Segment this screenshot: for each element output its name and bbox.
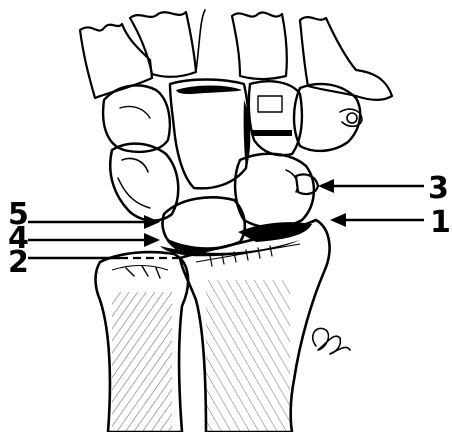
- carpal-bones: [103, 80, 362, 189]
- radius-bone: [96, 252, 189, 432]
- ulna-bone: [180, 220, 330, 432]
- artist-signature: [313, 328, 350, 354]
- callout-label-2: 2: [8, 245, 29, 280]
- callout-label-1: 1: [430, 205, 451, 240]
- callout-label-3: 3: [428, 171, 449, 206]
